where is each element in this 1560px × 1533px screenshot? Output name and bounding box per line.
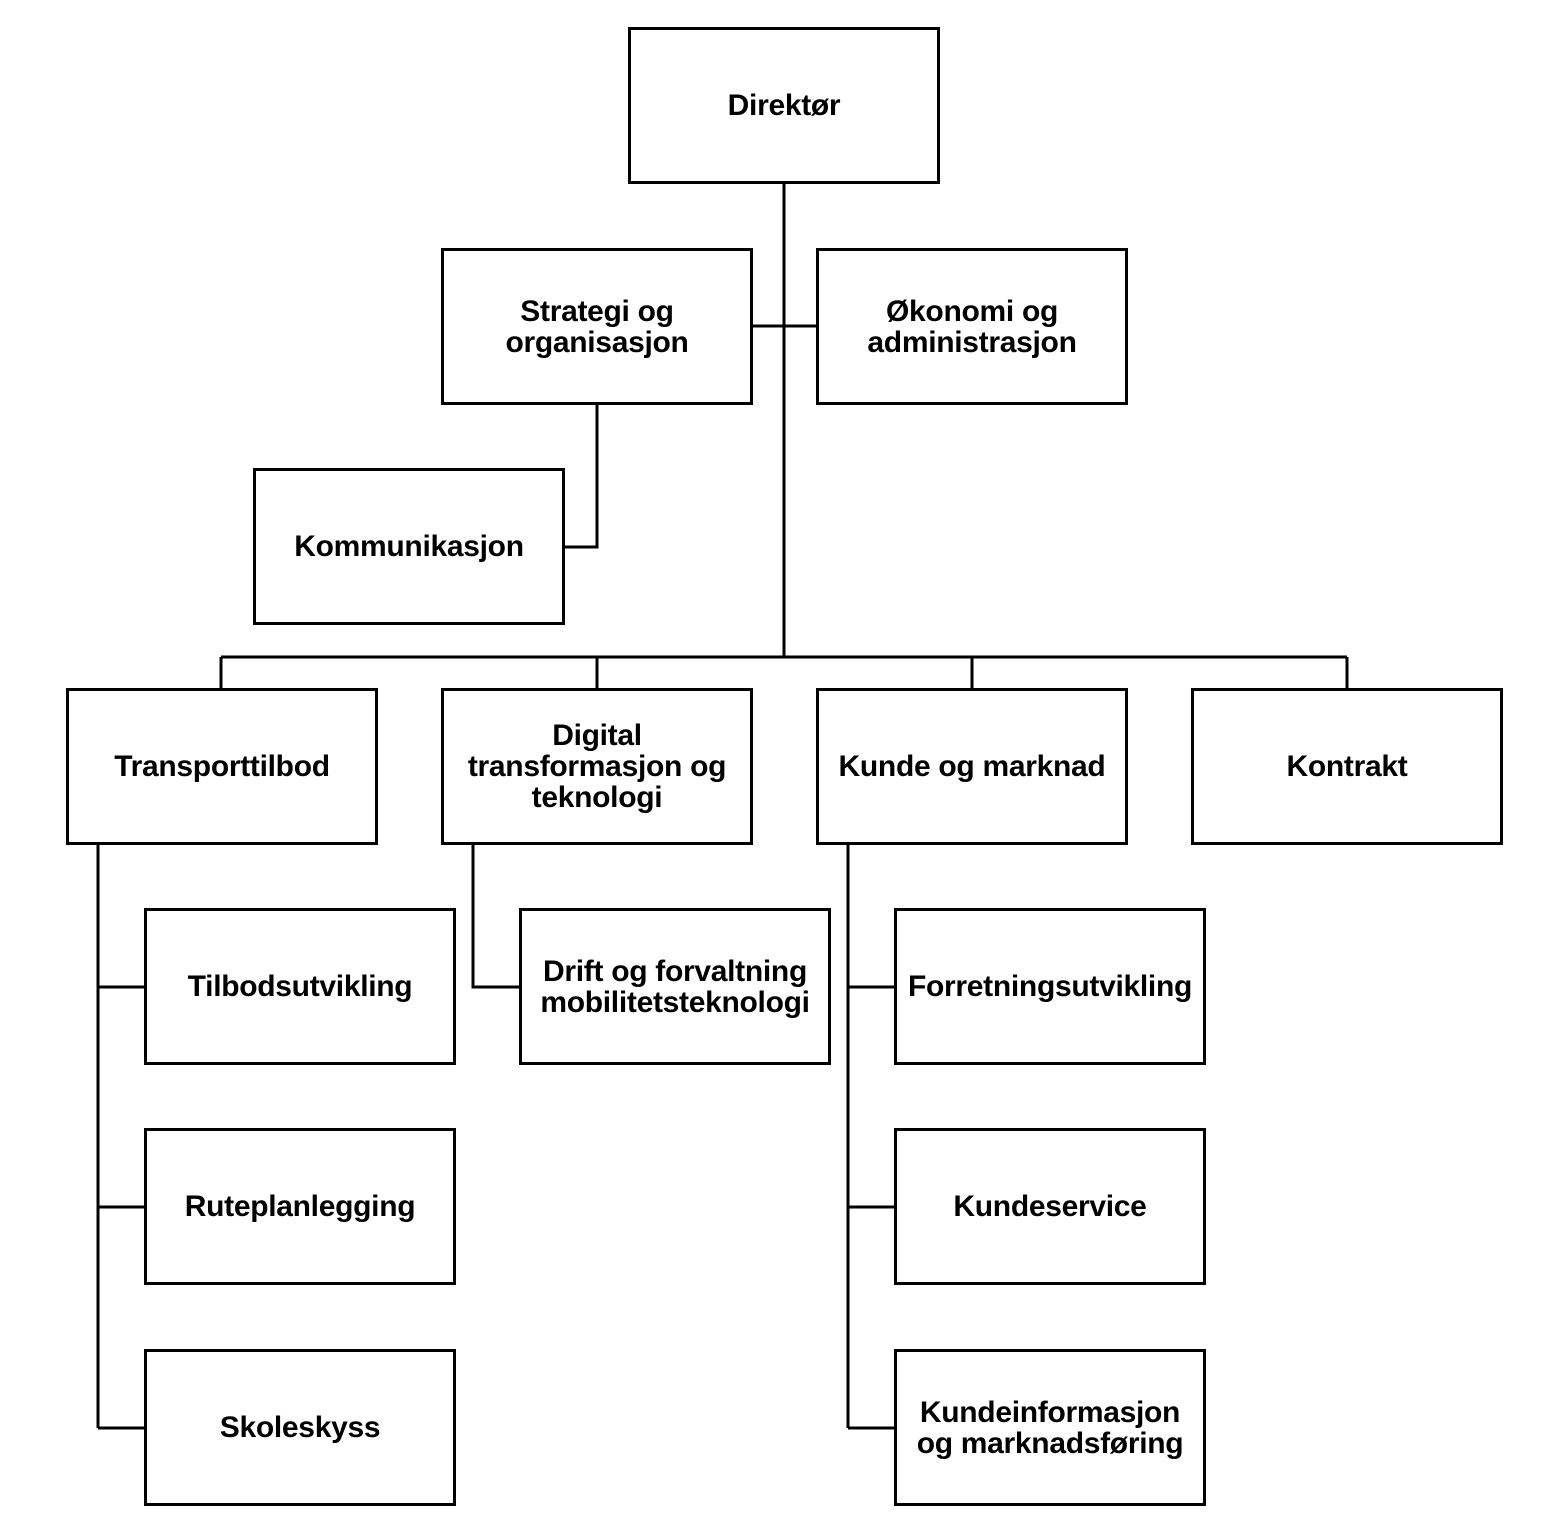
customer-unit-label-2: Kundeservice	[953, 1190, 1147, 1223]
transport-unit-box-2: Ruteplanlegging	[144, 1128, 456, 1285]
communication-label: Kommunikasjon	[294, 530, 524, 563]
customer-unit-box-1: Forretningsutvikling	[894, 908, 1206, 1065]
digital-unit-label-1: Drift og forvaltning mobilitetsteknologi	[540, 954, 810, 1019]
department-label-transport: Transporttilbod	[114, 750, 330, 783]
economy-box: Økonomi og administrasjon	[816, 248, 1128, 405]
director-box: Direktør	[628, 27, 940, 184]
customer-unit-box-2: Kundeservice	[894, 1128, 1206, 1285]
transport-unit-label-3: Skoleskyss	[219, 1411, 381, 1444]
transport-unit-label-1: Tilbodsutvikling	[187, 970, 413, 1003]
customer-unit-box-3: Kundeinformasjon og marknadsføring	[894, 1349, 1206, 1506]
transport-unit-box-3: Skoleskyss	[144, 1349, 456, 1506]
department-box-transport: Transporttilbod	[66, 688, 378, 845]
digital-unit-box-1: Drift og forvaltning mobilitetsteknologi	[519, 908, 831, 1065]
department-box-digital: Digital transformasjon og teknologi	[441, 688, 753, 845]
digital-unit-branch	[471, 843, 520, 989]
department-box-contract: Kontrakt	[1191, 688, 1503, 845]
transport-unit-box-1: Tilbodsutvikling	[144, 908, 456, 1065]
communication-connector-line	[564, 403, 599, 549]
transport-unit-label-2: Ruteplanlegging	[184, 1190, 416, 1223]
department-box-customer: Kunde og marknad	[816, 688, 1128, 845]
communication-box: Kommunikasjon	[253, 468, 565, 625]
economy-label: Økonomi og administrasjon	[867, 294, 1077, 359]
department-label-customer: Kunde og marknad	[838, 750, 1106, 783]
department-label-digital: Digital transformasjon og teknologi	[467, 719, 727, 814]
department-label-contract: Kontrakt	[1286, 750, 1408, 783]
strategy-box: Strategi og organisasjon	[441, 248, 753, 405]
strategy-label: Strategi og organisasjon	[505, 294, 689, 359]
customer-unit-label-3: Kundeinformasjon og marknadsføring	[916, 1395, 1184, 1460]
director-label: Direktør	[727, 89, 841, 122]
customer-unit-label-1: Forretningsutvikling	[907, 970, 1192, 1003]
